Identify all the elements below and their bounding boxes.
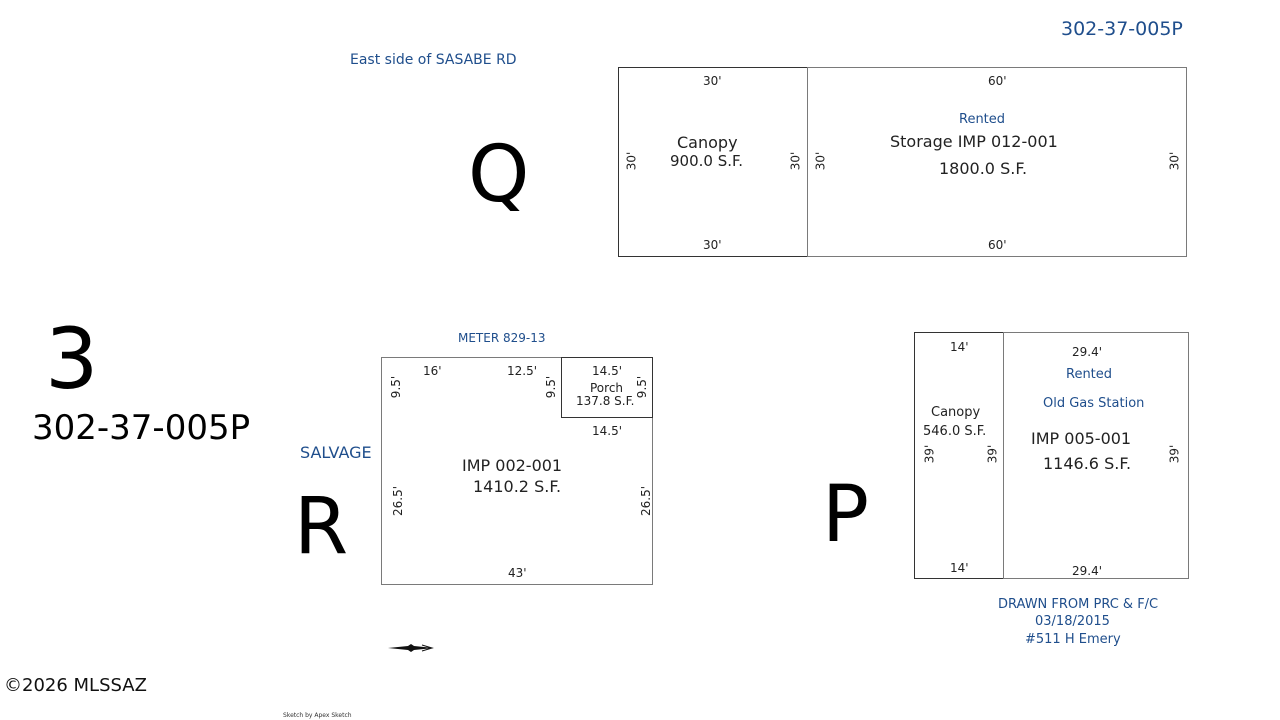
q-storage-status: Rented	[959, 112, 1006, 127]
section-label-p: P	[822, 470, 870, 560]
q-storage-top-dim: 60'	[988, 74, 1007, 88]
q-storage-right-dim: 30'	[1167, 151, 1182, 171]
r-left-dim: 26.5'	[391, 485, 406, 517]
parcel-number-left: 302-37-005P	[32, 408, 251, 448]
r-porch-title: Porch	[590, 381, 624, 395]
sketch-credit: Sketch by Apex Sketch	[283, 712, 352, 719]
photo-number: 3	[45, 310, 99, 408]
p-station-bottom-dim: 29.4'	[1072, 564, 1103, 578]
p-station-top-dim: 29.4'	[1072, 345, 1103, 359]
q-canopy-area: 900.0 S.F.	[670, 152, 743, 170]
p-canopy-right-dim: 39'	[985, 444, 1000, 464]
p-station-outline	[1003, 332, 1189, 579]
q-canopy-top-dim: 30'	[703, 74, 722, 88]
section-label-r: R	[294, 482, 349, 572]
p-station-right-dim: 39'	[1167, 444, 1182, 464]
q-canopy-right-dim: 30'	[788, 151, 803, 171]
q-storage-left-dim: 30'	[813, 151, 828, 171]
p-canopy-left-dim: 39'	[922, 444, 937, 464]
p-canopy-title: Canopy	[931, 405, 981, 420]
p-station-title: IMP 005-001	[1031, 429, 1132, 448]
r-top-dim-b: 12.5'	[507, 364, 538, 378]
r-main-title: IMP 002-001	[462, 456, 563, 475]
r-porch-outline	[561, 357, 653, 418]
r-left-top-dim: 9.5'	[389, 375, 404, 399]
p-station-name: Old Gas Station	[1043, 396, 1145, 411]
compass-arrow-icon	[388, 644, 434, 652]
salvage-label: SALVAGE	[300, 443, 372, 462]
r-right-dim: 26.5'	[639, 485, 654, 517]
r-porch-area: 137.8 S.F.	[576, 394, 635, 408]
p-station-area: 1146.6 S.F.	[1043, 454, 1132, 473]
q-canopy-title: Canopy	[677, 133, 738, 152]
section-label-q: Q	[468, 130, 530, 220]
r-porch-top-dim: 14.5'	[592, 364, 623, 378]
r-porch-right-dim: 9.5'	[635, 375, 650, 399]
r-main-area: 1410.2 S.F.	[473, 477, 562, 496]
q-canopy-bottom-dim: 30'	[703, 238, 722, 252]
p-canopy-bottom-dim: 14'	[950, 561, 969, 575]
r-bottom-dim: 43'	[508, 566, 527, 580]
copyright-text: ©2026 MLSSAZ	[4, 675, 147, 696]
p-canopy-top-dim: 14'	[950, 340, 969, 354]
q-storage-bottom-dim: 60'	[988, 238, 1007, 252]
r-step-dim: 14.5'	[592, 424, 623, 438]
parcel-number-top: 302-37-005P	[1061, 18, 1183, 40]
q-storage-outline	[807, 67, 1187, 257]
q-canopy-left-dim: 30'	[624, 151, 639, 171]
drawn-note-line1: DRAWN FROM PRC & F/C	[998, 597, 1159, 612]
q-storage-title: Storage IMP 012-001	[890, 132, 1058, 151]
meter-label: METER 829-13	[458, 331, 546, 345]
street-note: East side of SASABE RD	[350, 52, 517, 68]
p-station-status: Rented	[1066, 367, 1113, 382]
drawn-note-date: 03/18/2015	[1035, 614, 1110, 629]
r-inner-left-dim: 9.5'	[544, 375, 559, 399]
r-main-outline	[381, 357, 653, 585]
p-canopy-area: 546.0 S.F.	[923, 424, 987, 439]
drawn-note-author: #511 H Emery	[1025, 632, 1121, 647]
q-storage-area: 1800.0 S.F.	[939, 159, 1028, 178]
r-top-dim-a: 16'	[423, 364, 442, 378]
